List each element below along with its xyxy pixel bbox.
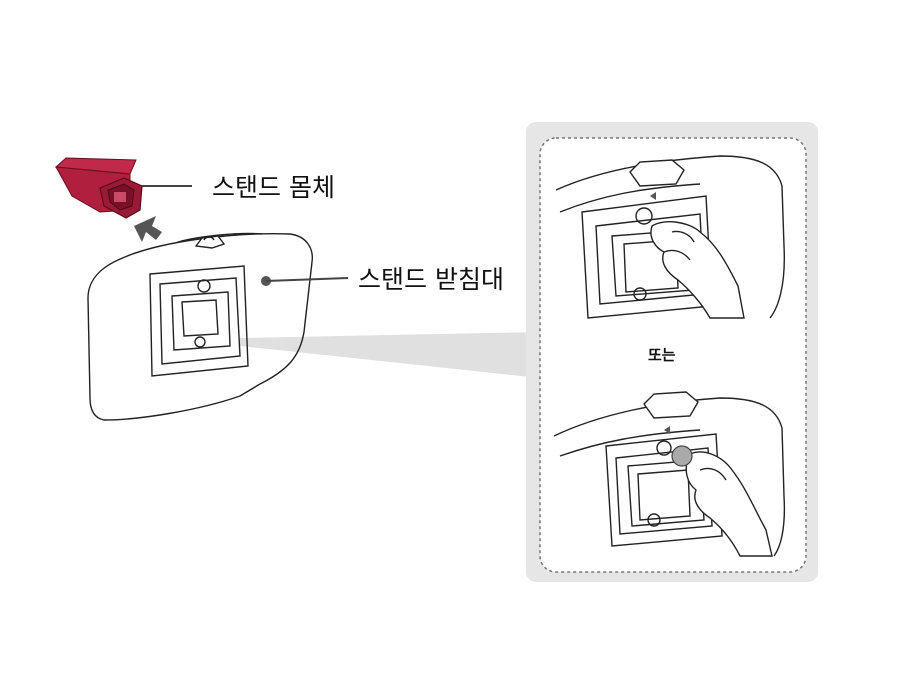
inset-coin-illustration — [553, 391, 786, 557]
stand-body-label: 스탠드 몸체 — [212, 173, 335, 202]
zoom-callout-wedge — [240, 332, 540, 378]
inset-finger-illustration — [555, 155, 786, 319]
lift-arrow-icon — [134, 216, 162, 242]
stand-body — [54, 157, 143, 219]
stand-base-leader-line — [265, 277, 349, 282]
stand-base-label: 스탠드 받침대 — [358, 265, 504, 294]
or-label: 또는 — [648, 346, 676, 364]
coin-icon — [671, 445, 693, 467]
stand-base — [87, 232, 313, 421]
